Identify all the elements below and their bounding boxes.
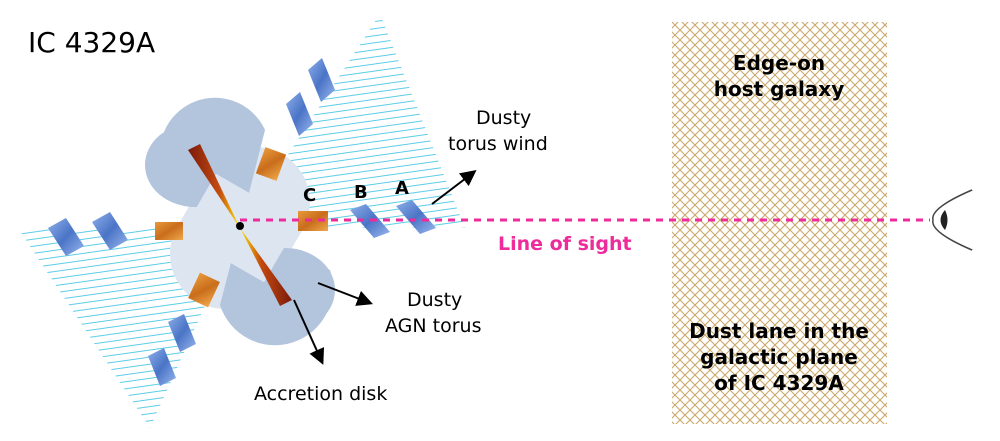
host-label-line1: Edge-on <box>733 51 825 75</box>
torus-label-line1: Dusty <box>407 289 462 311</box>
disk-arrow <box>293 299 325 365</box>
diagram-title: IC 4329A <box>28 26 155 59</box>
dust-lane-region <box>672 22 887 424</box>
torus-label-line2: AGN torus <box>385 315 481 337</box>
eye-icon <box>932 189 973 251</box>
accretion-disk-lower <box>240 228 292 306</box>
dust-clump-orange <box>188 272 220 308</box>
cloud-c-clump <box>298 211 328 231</box>
host-label-line2: host galaxy <box>714 77 845 101</box>
dust-lane-label-line3: of IC 4329A <box>714 371 844 395</box>
line-of-sight-label: Line of sight <box>498 233 632 255</box>
dust-clump-orange <box>155 222 183 240</box>
dust-clump-orange <box>255 147 287 181</box>
cloud-label-b: B <box>354 182 368 203</box>
dust-lane-label-line2: galactic plane <box>700 345 858 369</box>
cloud-label-a: A <box>395 178 409 199</box>
nucleus-dot <box>236 222 244 230</box>
wind-label-line1: Dusty <box>476 107 531 129</box>
disk-label: Accretion disk <box>254 383 387 405</box>
wind-arrow <box>431 170 477 205</box>
wind-label-line2: torus wind <box>448 133 548 155</box>
torus-arrow <box>317 282 373 306</box>
accretion-disk-upper <box>188 144 240 228</box>
cloud-label-c: C <box>303 185 316 206</box>
dust-lane-label-line1: Dust lane in the <box>689 319 869 343</box>
